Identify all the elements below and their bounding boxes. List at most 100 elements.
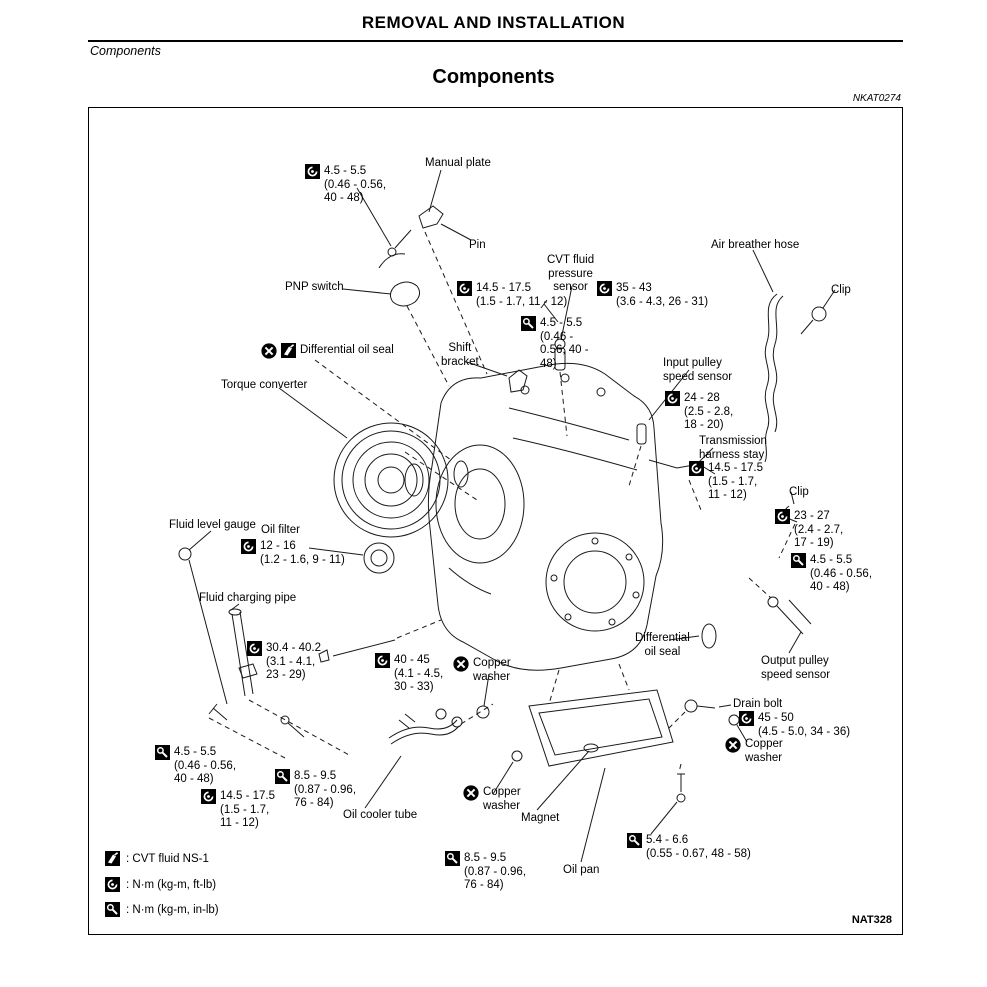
torque-value: 23 - 27 (2.4 - 2.7, 17 - 19) <box>794 510 844 550</box>
torque-value: 45 - 50 (4.5 - 5.0, 34 - 36) <box>758 712 851 738</box>
torque-value: 5.4 - 6.6 (0.55 - 0.67, 48 - 58) <box>646 834 751 860</box>
components-diagram-frame: 4.5 - 5.5 (0.46 - 0.56, 40 - 48) Manual … <box>88 107 903 935</box>
torque-spec-oil-pan-bolt: 8.5 - 9.5 (0.87 - 0.96, 76 - 84) <box>445 852 526 893</box>
torque-value: 30.4 - 40.2 (3.1 - 4.1, 23 - 29) <box>266 642 321 682</box>
legend-text: : N·m (kg-m, in-lb) <box>126 904 219 916</box>
torque-spec-pressure-sensor-boss: 35 - 43 (3.6 - 4.3, 26 - 31) <box>597 282 708 309</box>
label-pnp-switch: PNP switch <box>285 281 344 293</box>
label-cvt-fluid-pressure-sensor: CVT fluid pressure sensor <box>547 254 595 294</box>
diagram-title: Components <box>432 66 555 88</box>
torque-nm-ftlb-icon <box>739 711 754 726</box>
torque-nm-inlb-icon <box>521 316 536 331</box>
torque-value: 8.5 - 9.5 (0.87 - 0.96, 76 - 84) <box>464 852 527 892</box>
label-shift-bracket: Shift bracket <box>441 342 479 368</box>
label-air-breather-hose: Air breather hose <box>711 239 800 251</box>
page-title: REMOVAL AND INSTALLATION <box>361 13 626 32</box>
torque-nm-ftlb-icon <box>665 391 680 406</box>
torque-spec-manual-plate: 4.5 - 5.5 (0.46 - 0.56, 40 - 48) <box>305 165 386 206</box>
torque-value: 40 - 45 (4.1 - 4.5, 30 - 33) <box>394 654 444 694</box>
torque-nm-inlb-icon <box>155 745 170 760</box>
torque-nm-ftlb-icon <box>689 461 704 476</box>
torque-spec-clip-bolt: 23 - 27 (2.4 - 2.7, 17 - 19) <box>775 510 843 551</box>
label-output-pulley-speed-sensor: Output pulley speed sensor <box>761 655 831 681</box>
torque-spec-output-sensor-bolt: 4.5 - 5.5 (0.46 - 0.56, 40 - 48) <box>791 554 872 595</box>
torque-nm-ftlb-icon <box>105 877 120 892</box>
label-copper-washer-right: Copper washer <box>725 738 783 765</box>
label-clip-top: Clip <box>831 284 851 296</box>
doc-code: NKAT0274 <box>852 93 901 104</box>
legend-torque-ftlb: : N·m (kg-m, ft-lb) <box>105 878 216 892</box>
torque-spec-input-pulley-sensor: 24 - 28 (2.5 - 2.8, 18 - 20) <box>665 392 733 433</box>
torque-value: 4.5 - 5.5 (0.46 - 0.56, 40 - 48) <box>174 746 237 786</box>
torque-spec-cooler-tube-bolt: 14.5 - 17.5 (1.5 - 1.7, 11 - 12) <box>201 790 275 831</box>
label-clip-right: Clip <box>789 486 809 498</box>
label-magnet: Magnet <box>521 812 560 824</box>
torque-spec-cooler-tube-flare: 8.5 - 9.5 (0.87 - 0.96, 76 - 84) <box>275 770 356 811</box>
header-rule <box>88 40 903 42</box>
torque-spec-drain-area-bolt: 5.4 - 6.6 (0.55 - 0.67, 48 - 58) <box>627 834 751 861</box>
legend-text: : N·m (kg-m, ft-lb) <box>126 879 217 891</box>
label-text: Copper washer <box>745 738 783 764</box>
torque-nm-ftlb-icon <box>241 539 256 554</box>
non-reusable-x-icon <box>453 656 469 672</box>
label-fluid-charging-pipe: Fluid charging pipe <box>199 592 297 604</box>
label-fluid-level-gauge: Fluid level gauge <box>169 519 256 531</box>
label-input-pulley-speed-sensor: Input pulley speed sensor <box>663 357 733 383</box>
label-text: Copper washer <box>483 786 521 812</box>
non-reusable-x-icon <box>463 785 479 801</box>
torque-value: 12 - 16 (1.2 - 1.6, 9 - 11) <box>260 540 345 566</box>
legend-cvt-fluid: : CVT fluid NS-1 <box>105 852 209 866</box>
label-drain-bolt: Drain bolt <box>733 698 783 710</box>
torque-value: 4.5 - 5.5 (0.46 - 0.56, 40 - 48) <box>810 554 873 594</box>
torque-nm-ftlb-icon <box>375 653 390 668</box>
non-reusable-x-icon <box>725 737 741 753</box>
torque-spec-oil-filter: 12 - 16 (1.2 - 1.6, 9 - 11) <box>241 540 345 567</box>
torque-spec-harness-stay: 14.5 - 17.5 (1.5 - 1.7, 11 - 12) <box>689 462 763 503</box>
torque-spec-gauge-bracket-bolt: 4.5 - 5.5 (0.46 - 0.56, 40 - 48) <box>155 746 236 787</box>
label-copper-washer-mid: Copper washer <box>453 657 511 684</box>
torque-value: 14.5 - 17.5 (1.5 - 1.7, 11 - 12) <box>708 462 763 502</box>
torque-value: 4.5 - 5.5 (0.46 - 0.56, 40 - 48) <box>540 317 589 370</box>
figure-code: NAT328 <box>851 914 892 926</box>
label-oil-pan: Oil pan <box>563 864 600 876</box>
exploded-diagram-art <box>178 169 836 863</box>
label-differential-oil-seal-right: Differential oil seal <box>635 632 690 658</box>
torque-spec-case-bolt: 40 - 45 (4.1 - 4.5, 30 - 33) <box>375 654 443 695</box>
torque-nm-inlb-icon <box>105 902 120 917</box>
label-text: Differential oil seal <box>300 344 394 356</box>
label-manual-plate: Manual plate <box>425 157 491 169</box>
label-text: Copper washer <box>473 657 511 683</box>
torque-nm-ftlb-icon <box>305 164 320 179</box>
torque-spec-pressure-sensor-bolt: 4.5 - 5.5 (0.46 - 0.56, 40 - 48) <box>521 317 589 371</box>
label-copper-washer-bottom: Copper washer <box>463 786 521 813</box>
torque-nm-inlb-icon <box>791 553 806 568</box>
torque-value: 8.5 - 9.5 (0.87 - 0.96, 76 - 84) <box>294 770 357 810</box>
torque-nm-ftlb-icon <box>201 789 216 804</box>
torque-value: 14.5 - 17.5 (1.5 - 1.7, 11 - 12) <box>476 282 568 308</box>
torque-nm-ftlb-icon <box>247 641 262 656</box>
torque-nm-ftlb-icon <box>597 281 612 296</box>
torque-spec-drain-bolt: 45 - 50 (4.5 - 5.0, 34 - 36) <box>739 712 850 739</box>
torque-nm-inlb-icon <box>445 851 460 866</box>
legend-torque-inlb: : N·m (kg-m, in-lb) <box>105 903 219 917</box>
label-torque-converter: Torque converter <box>221 379 308 391</box>
cvt-fluid-icon <box>281 343 296 358</box>
torque-spec-manual-shaft: 14.5 - 17.5 (1.5 - 1.7, 11 - 12) <box>457 282 567 309</box>
torque-nm-inlb-icon <box>627 833 642 848</box>
label-pin: Pin <box>469 239 486 251</box>
torque-value: 14.5 - 17.5 (1.5 - 1.7, 11 - 12) <box>220 790 275 830</box>
legend-text: : CVT fluid NS-1 <box>126 853 209 865</box>
torque-nm-inlb-icon <box>275 769 290 784</box>
torque-nm-ftlb-icon <box>457 281 472 296</box>
label-oil-filter: Oil filter <box>261 524 300 536</box>
torque-value: 24 - 28 (2.5 - 2.8, 18 - 20) <box>684 392 734 432</box>
label-transmission-harness-stay: Transmission harness stay <box>699 435 767 461</box>
torque-spec-fluid-charging-pipe: 30.4 - 40.2 (3.1 - 4.1, 23 - 29) <box>247 642 321 683</box>
torque-nm-ftlb-icon <box>775 509 790 524</box>
torque-value: 35 - 43 (3.6 - 4.3, 26 - 31) <box>616 282 709 308</box>
breadcrumb-section: Components <box>90 44 161 58</box>
torque-value: 4.5 - 5.5 (0.46 - 0.56, 40 - 48) <box>324 165 387 205</box>
label-differential-oil-seal-left: Differential oil seal <box>261 344 394 359</box>
cvt-fluid-icon <box>105 851 120 866</box>
non-reusable-x-icon <box>261 343 277 359</box>
